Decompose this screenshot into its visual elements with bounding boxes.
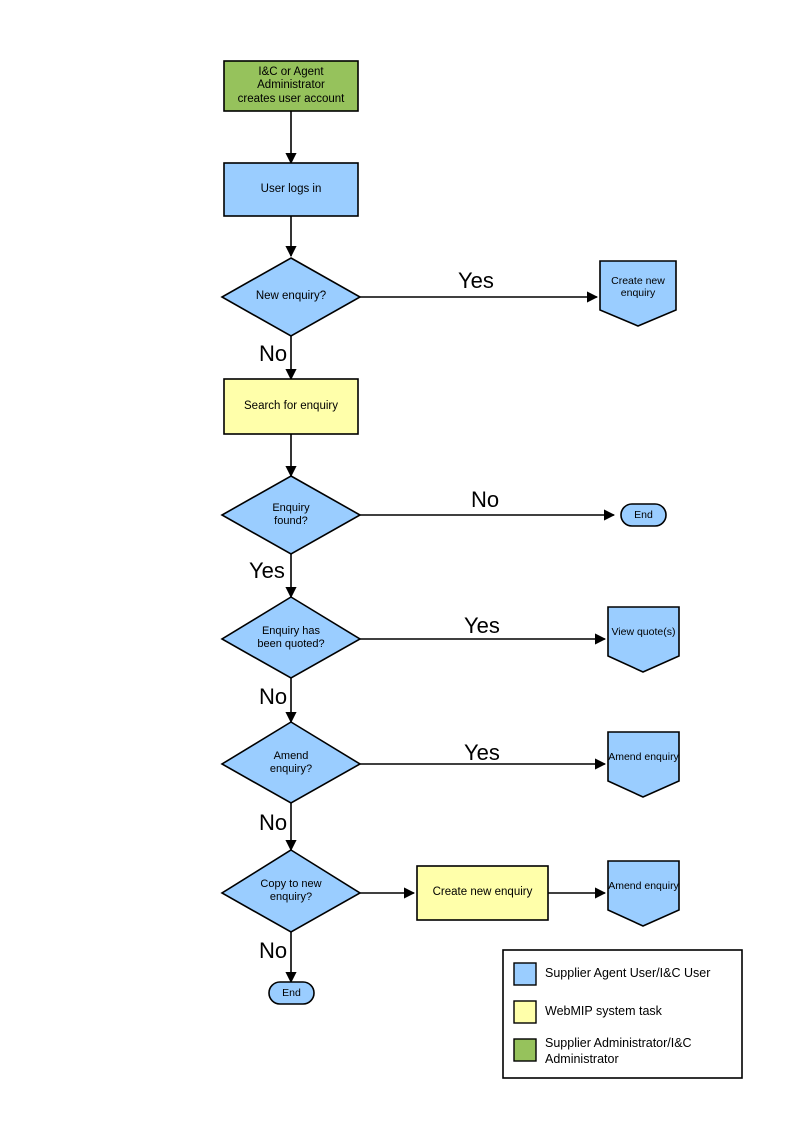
legend-text-line: WebMIP system task (545, 1004, 662, 1018)
connector-group (285, 111, 616, 984)
edge-label-enquiry-quoted-no: No (259, 684, 288, 709)
edge-label-amend-enquiry-no: No (259, 810, 288, 835)
node-user-logs-in[interactable] (223, 162, 359, 217)
edge-label-amend-enquiry-yes: Yes (464, 740, 500, 765)
node-amend-enquiry-manual-2[interactable] (607, 860, 680, 927)
edge-label-new-enquiry-yes: Yes (458, 268, 494, 293)
node-create-new-enquiry-manual[interactable] (599, 260, 677, 327)
edge-label-enquiry-quoted-yes: Yes (464, 613, 500, 638)
edge-label-enquiry-found-yes: Yes (249, 558, 285, 583)
legend-item-label-supplier-administrator: Supplier Administrator/I&C Administrator (545, 1036, 692, 1067)
legend-text-line: Supplier Administrator/I&C (545, 1036, 692, 1050)
node-decision-copy-to-new-enquiry[interactable] (220, 849, 362, 933)
node-end-terminal-bottom[interactable] (268, 981, 315, 1005)
legend-text-line: Supplier Agent User/I&C User (545, 966, 711, 980)
legend-swatch-supplier-agent-user (513, 962, 537, 986)
legend-swatch-supplier-administrator (513, 1038, 537, 1062)
node-decision-new-enquiry[interactable] (220, 257, 362, 337)
node-create-new-enquiry-system[interactable] (416, 865, 549, 921)
node-decision-amend-enquiry[interactable] (220, 721, 362, 804)
node-search-for-enquiry[interactable] (223, 378, 359, 435)
node-amend-enquiry-manual-1[interactable] (607, 731, 680, 798)
legend-text-line: Administrator (545, 1051, 619, 1066)
node-view-quotes-manual[interactable] (607, 606, 680, 673)
legend-item-label-webmip-system-task: WebMIP system task (545, 1004, 662, 1020)
legend-swatch-webmip-system-task (513, 1000, 537, 1024)
node-decision-enquiry-quoted[interactable] (220, 596, 362, 679)
node-decision-enquiry-found[interactable] (220, 475, 362, 555)
edge-label-new-enquiry-no: No (259, 341, 288, 366)
edge-label-enquiry-found-no: No (471, 487, 500, 512)
legend-panel (502, 949, 743, 1079)
legend-item-label-supplier-agent-user: Supplier Agent User/I&C User (545, 966, 710, 982)
edge-label-copy-to-new-enquiry-no: No (259, 938, 288, 963)
node-end-terminal-right[interactable] (620, 503, 667, 527)
node-admin-creates-user-account[interactable] (223, 60, 359, 112)
